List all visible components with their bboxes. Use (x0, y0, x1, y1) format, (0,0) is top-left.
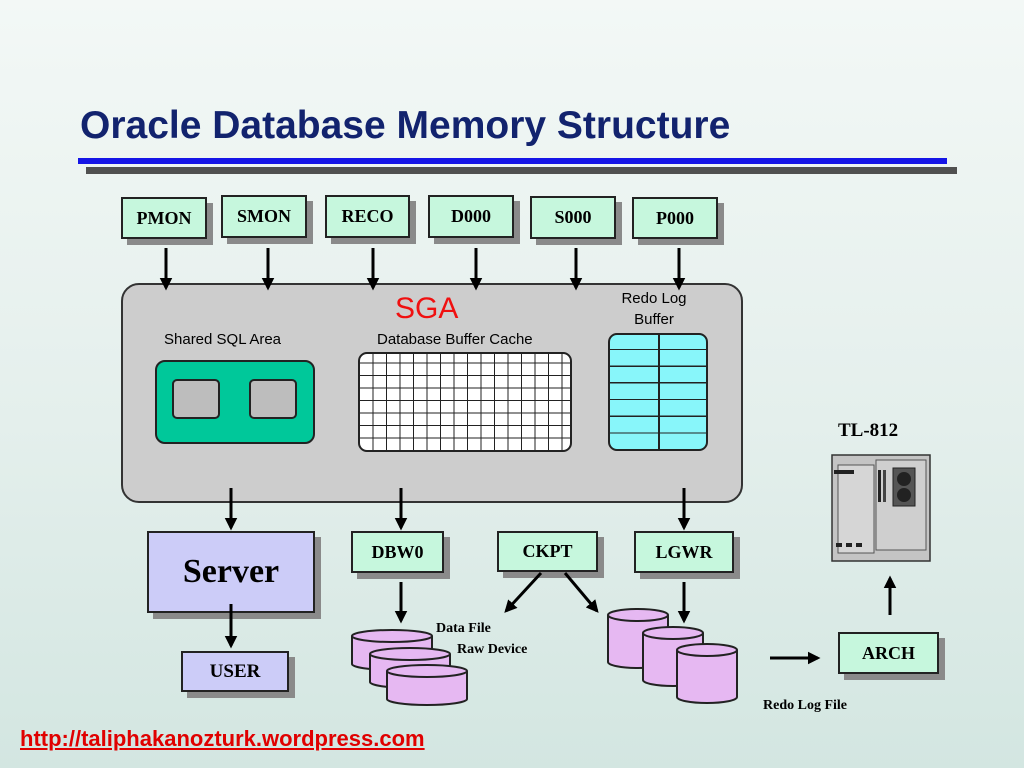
sga-to-process-arrows (224, 488, 897, 665)
user-process: USER (181, 651, 289, 692)
title-underline-gray (86, 167, 957, 174)
data-file-disks (351, 629, 468, 706)
database-buffer-cache-grid (358, 352, 572, 452)
sga-label: SGA (395, 292, 459, 325)
process-pmon: PMON (121, 197, 207, 239)
disk-icon (676, 643, 738, 704)
process-d000: D000 (428, 195, 514, 238)
page-title: Oracle Database Memory Structure (80, 104, 731, 147)
shared-sql-block (172, 379, 220, 419)
process-to-sga-arrows (159, 248, 686, 291)
process-arch: ARCH (838, 632, 939, 674)
source-url-link[interactable]: http://taliphakanozturk.wordpress.com (20, 726, 425, 751)
tape-device-label: TL-812 (838, 420, 899, 441)
shared-sql-area (155, 360, 315, 444)
raw-device-label: Raw Device (457, 642, 528, 657)
redo-log-buffer-label: Redo Log Buffer (621, 290, 687, 328)
process-lgwr: LGWR (634, 531, 734, 573)
redo-log-file-label: Redo Log File (763, 698, 847, 713)
process-dbw0: DBW0 (351, 531, 444, 573)
shared-sql-area-label: Shared SQL Area (164, 331, 282, 348)
server-process: Server (147, 531, 315, 613)
process-ckpt: CKPT (497, 531, 598, 572)
database-buffer-cache-label: Database Buffer Cache (377, 331, 533, 348)
disk-icon (386, 664, 468, 706)
redo-log-file-disks (607, 608, 738, 704)
process-reco: RECO (325, 195, 410, 238)
title-underline-blue (78, 158, 947, 164)
process-p000: P000 (632, 197, 718, 239)
tape-library-icon (831, 454, 931, 562)
data-file-label: Data File (436, 621, 491, 636)
process-smon: SMON (221, 195, 307, 238)
process-s000: S000 (530, 196, 616, 239)
redo-log-buffer-grid (608, 333, 708, 451)
shared-sql-block (249, 379, 297, 419)
